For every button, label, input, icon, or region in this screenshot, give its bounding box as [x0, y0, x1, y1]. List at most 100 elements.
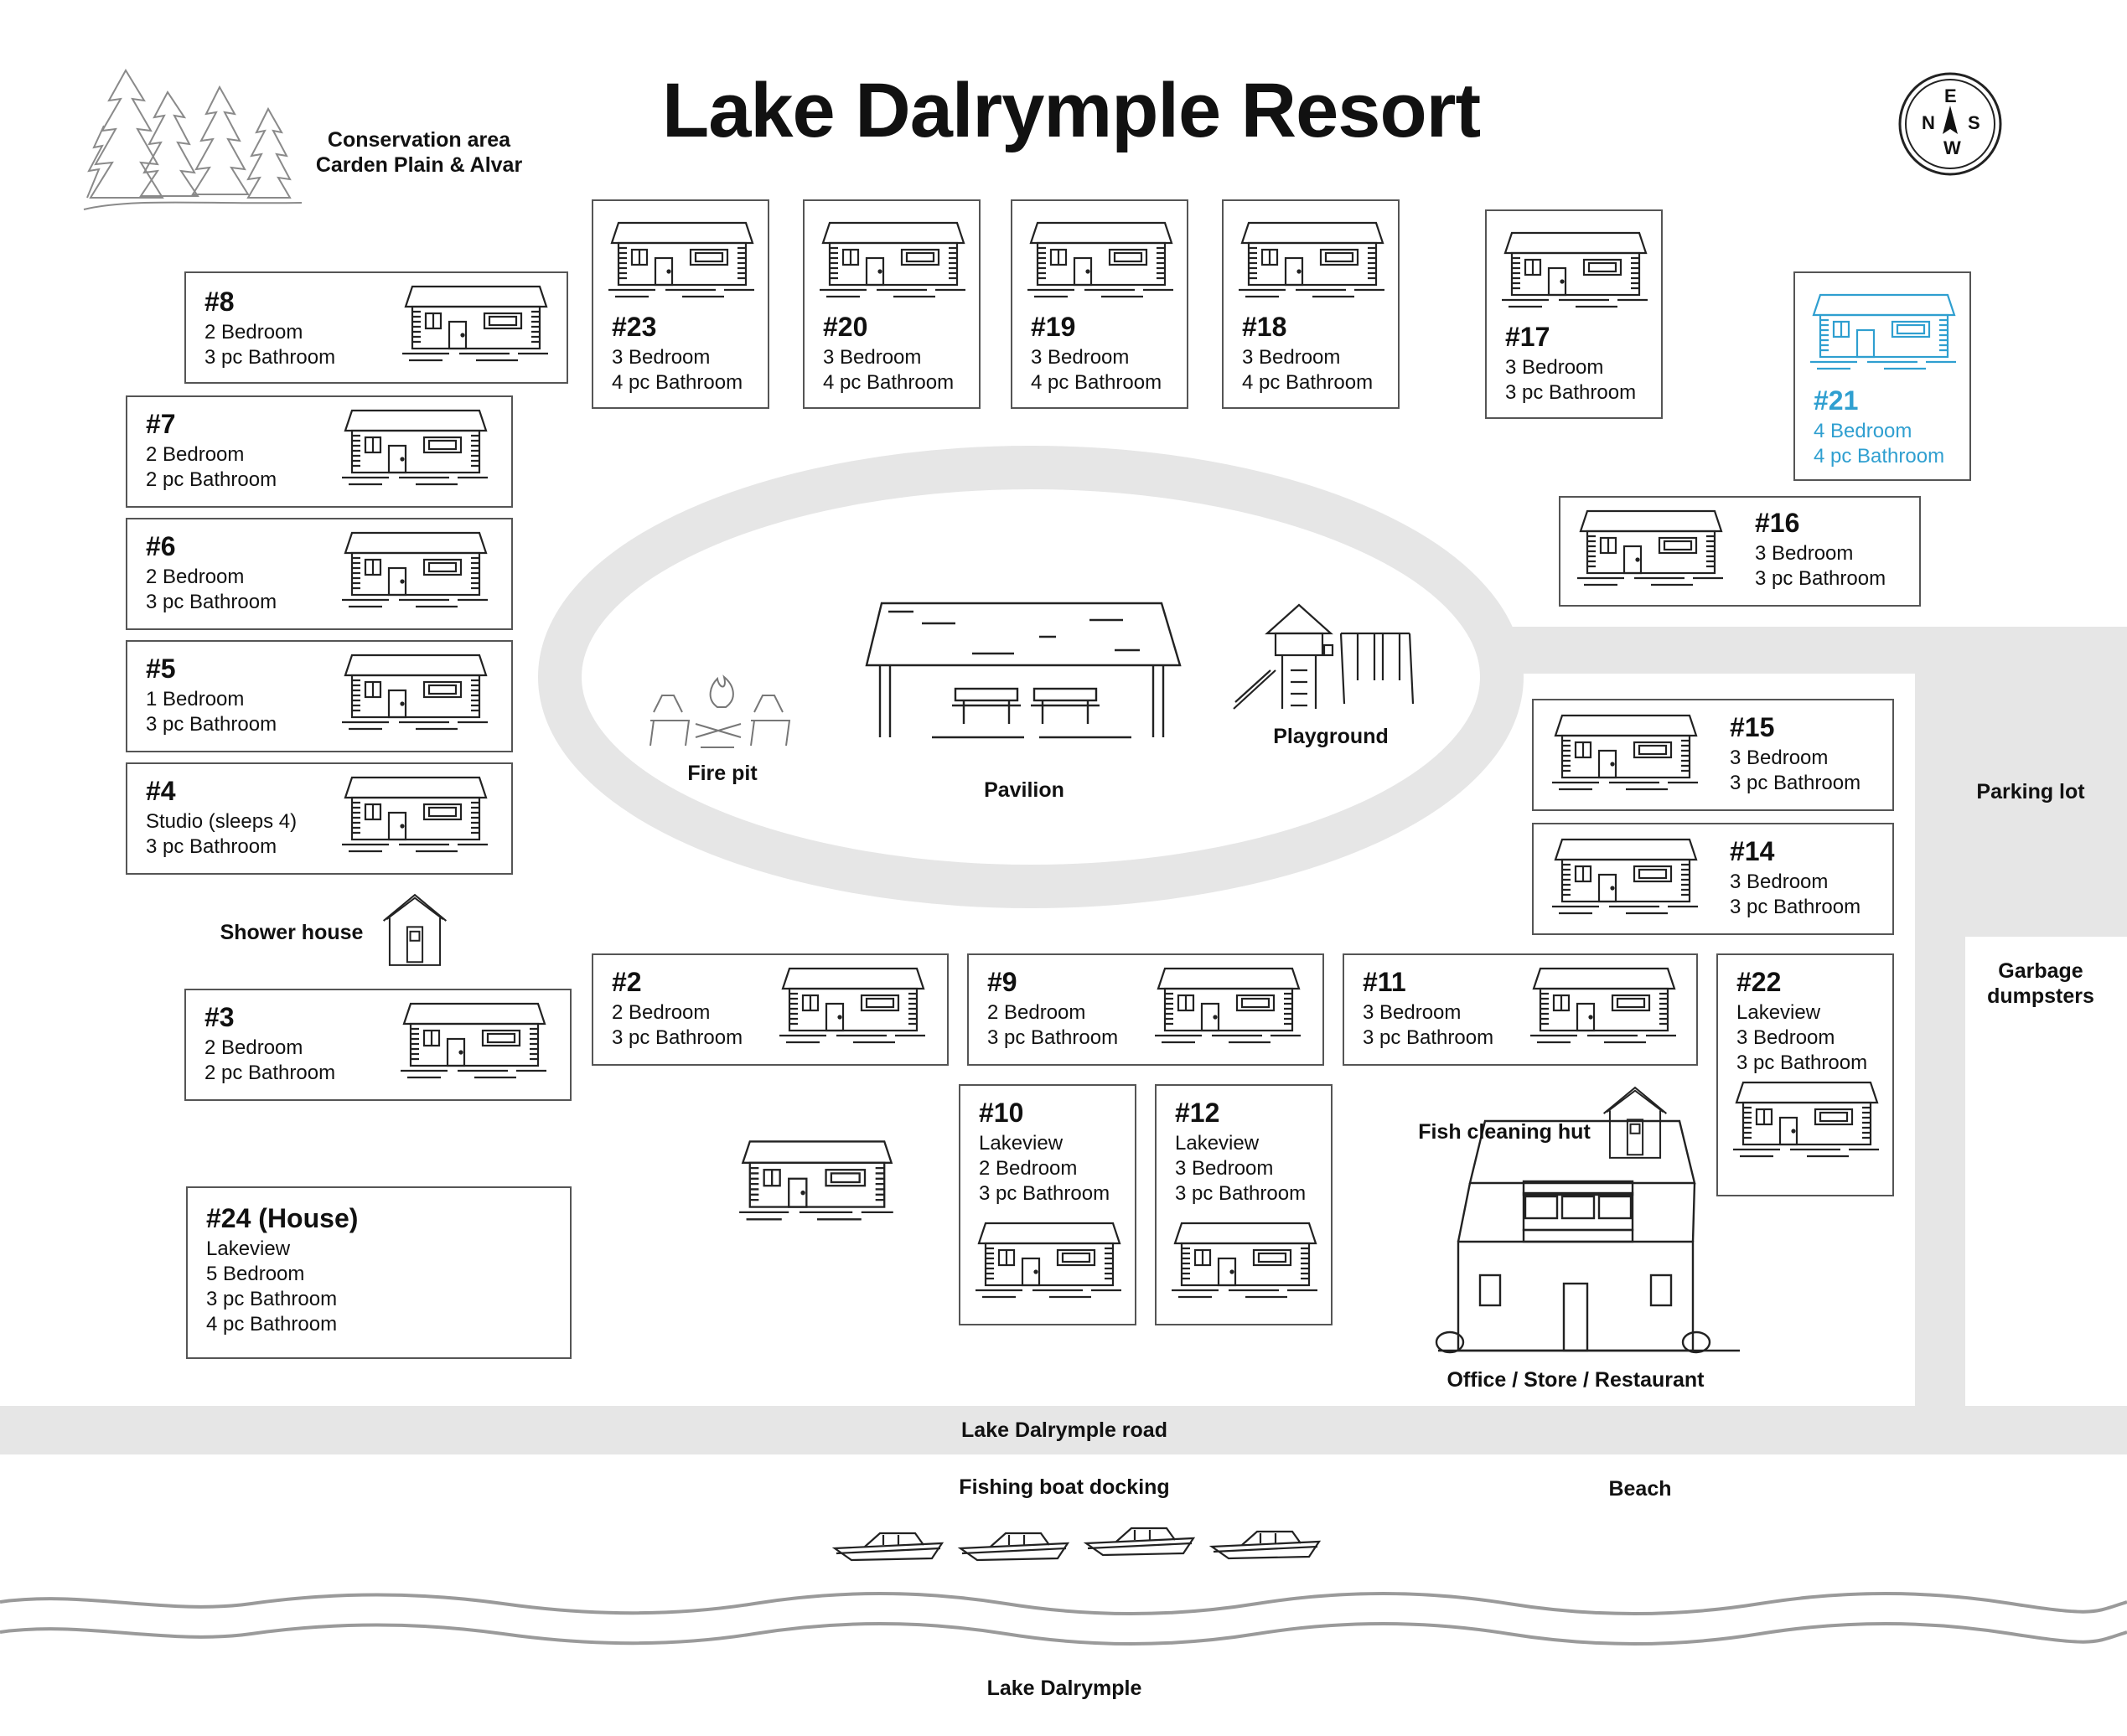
cabin-detail: 4 pc Bathroom	[206, 1313, 338, 1336]
cabin-icon	[1731, 1081, 1881, 1158]
cabin-card-18[interactable]: #18 3 Bedroom 4 pc Bathroom	[1222, 199, 1400, 409]
cabin-detail: 3 pc Bathroom	[1730, 772, 1861, 794]
roads	[0, 446, 2127, 1454]
fish-cleaning-hut-icon	[1602, 1086, 1668, 1160]
cabin-icon	[340, 654, 489, 731]
cabin-card-8[interactable]: #8 2 Bedroom 3 pc Bathroom	[184, 271, 568, 384]
cabin-card-16[interactable]: #16 3 Bedroom 3 pc Bathroom	[1559, 496, 1921, 607]
cabin-detail: 4 pc Bathroom	[1242, 371, 1374, 394]
cabin-detail: 3 Bedroom	[1031, 346, 1130, 369]
cabin-details: 3 Bedroom 4 pc Bathroom	[823, 345, 954, 395]
cabin-card-5[interactable]: #5 1 Bedroom 3 pc Bathroom	[126, 640, 513, 752]
cabin-detail: 2 Bedroom	[987, 1001, 1086, 1024]
trees-icon	[83, 69, 303, 210]
cabin-icon	[778, 967, 927, 1044]
cabin-details: 3 Bedroom 3 pc Bathroom	[1505, 355, 1636, 406]
cabin-card-6[interactable]: #6 2 Bedroom 3 pc Bathroom	[126, 518, 513, 630]
cabin-card-11[interactable]: #11 3 Bedroom 3 pc Bathroom	[1343, 953, 1698, 1066]
cabin-details: Studio (sleeps 4) 3 pc Bathroom	[146, 809, 297, 860]
cabin-detail: 3 Bedroom	[1730, 871, 1829, 893]
cabin-detail: 3 pc Bathroom	[146, 713, 277, 736]
cabin-card-4[interactable]: #4 Studio (sleeps 4) 3 pc Bathroom	[126, 762, 513, 875]
cabin-icon	[399, 1002, 548, 1079]
cabin-card-3[interactable]: #3 2 Bedroom 2 pc Bathroom	[184, 989, 572, 1101]
fishing-boat-docking-label: Fishing boat docking	[959, 1475, 1170, 1499]
cabin-details: 1 Bedroom 3 pc Bathroom	[146, 687, 277, 737]
cabin-card-24-house[interactable]: #24 (House) Lakeview 5 Bedroom 3 pc Bath…	[186, 1186, 572, 1359]
fire-pit-icon	[649, 674, 791, 748]
cabin-detail: 3 Bedroom	[1736, 1026, 1835, 1049]
cabin-icon-highlighted	[1809, 293, 1958, 370]
cabin-number: #5	[146, 654, 176, 684]
parking-lot-label: Parking lot	[1976, 780, 2085, 803]
cabin-details: 3 Bedroom 3 pc Bathroom	[1730, 870, 1860, 920]
cabin-card-15[interactable]: #15 3 Bedroom 3 pc Bathroom	[1532, 699, 1894, 811]
cabin-card-10[interactable]: #10 Lakeview 2 Bedroom 3 pc Bathroom	[959, 1084, 1136, 1325]
cabin-number: #9	[987, 967, 1017, 997]
cabin-details: 3 Bedroom 3 pc Bathroom	[1363, 1000, 1493, 1051]
cabin-details: 4 Bedroom 4 pc Bathroom	[1814, 419, 1944, 469]
cabin-details: 2 Bedroom 3 pc Bathroom	[204, 320, 335, 370]
cabin-detail: Studio (sleeps 4)	[146, 810, 298, 833]
cabin-details: 3 Bedroom 3 pc Bathroom	[1755, 541, 1886, 592]
shower-house-icon	[382, 893, 448, 967]
boat-icon-4	[1210, 1530, 1321, 1560]
unlabeled-cabin-icon	[737, 1140, 894, 1221]
cabin-detail: 4 pc Bathroom	[823, 371, 955, 394]
pavilion-label: Pavilion	[984, 778, 1064, 802]
cabin-details: 2 Bedroom 3 pc Bathroom	[987, 1000, 1118, 1051]
cabin-card-7[interactable]: #7 2 Bedroom 2 pc Bathroom	[126, 395, 513, 508]
cabin-number: #18	[1242, 312, 1287, 342]
cabin-card-23[interactable]: #23 3 Bedroom 4 pc Bathroom	[592, 199, 769, 409]
cabin-number: #23	[612, 312, 657, 342]
cabin-icon	[1170, 1222, 1319, 1299]
cabin-detail: 2 Bedroom	[146, 566, 245, 588]
cabin-card-20[interactable]: #20 3 Bedroom 4 pc Bathroom	[803, 199, 981, 409]
parking-island	[1965, 937, 2127, 1406]
cabin-icon	[340, 776, 489, 853]
cabin-details: 3 Bedroom 4 pc Bathroom	[612, 345, 743, 395]
cabin-card-2[interactable]: #2 2 Bedroom 3 pc Bathroom	[592, 953, 949, 1066]
cabin-detail: 2 pc Bathroom	[204, 1062, 336, 1084]
cabin-number: #10	[979, 1098, 1024, 1128]
cabin-detail: 3 Bedroom	[1175, 1157, 1274, 1180]
conservation-label-line1: Conservation area	[327, 128, 511, 152]
lake-label: Lake Dalrymple	[986, 1677, 1142, 1700]
cabin-detail: 3 pc Bathroom	[612, 1026, 743, 1049]
cabin-icon	[974, 1222, 1123, 1299]
cabin-card-21[interactable]: #21 4 Bedroom 4 pc Bathroom	[1793, 271, 1971, 481]
cabin-detail: 3 pc Bathroom	[206, 1288, 338, 1310]
cabin-card-12[interactable]: #12 Lakeview 3 Bedroom 3 pc Bathroom	[1155, 1084, 1333, 1325]
cabin-details: Lakeview 3 Bedroom 3 pc Bathroom	[1736, 1000, 1867, 1076]
cabin-detail: 3 pc Bathroom	[987, 1026, 1119, 1049]
cabin-detail: 2 Bedroom	[979, 1157, 1078, 1180]
cabin-detail: 4 pc Bathroom	[612, 371, 743, 394]
cabin-details: Lakeview 5 Bedroom 3 pc Bathroom 4 pc Ba…	[206, 1237, 337, 1337]
loop-road	[538, 446, 1524, 908]
cabin-icon	[1500, 231, 1649, 308]
cabin-number: #2	[612, 967, 642, 997]
cabin-card-17[interactable]: #17 3 Bedroom 3 pc Bathroom	[1485, 209, 1663, 419]
cabin-details: 3 Bedroom 3 pc Bathroom	[1730, 746, 1860, 796]
parking-divider	[1915, 937, 1965, 1406]
cabin-card-14[interactable]: #14 3 Bedroom 3 pc Bathroom	[1532, 823, 1894, 935]
cabin-details: 3 Bedroom 4 pc Bathroom	[1242, 345, 1373, 395]
cabin-icon	[1576, 509, 1725, 586]
cabin-number: #14	[1730, 836, 1775, 866]
cabin-details: 2 Bedroom 3 pc Bathroom	[146, 565, 277, 615]
cabin-number: #12	[1175, 1098, 1220, 1128]
parking-entry-road	[1483, 627, 1915, 674]
cabin-card-19[interactable]: #19 3 Bedroom 4 pc Bathroom	[1011, 199, 1188, 409]
conservation-label-line2: Carden Plain & Alvar	[315, 153, 523, 177]
cabin-detail: 3 pc Bathroom	[146, 591, 277, 613]
cabin-number: #19	[1031, 312, 1076, 342]
cabin-icon	[818, 221, 967, 298]
cabin-details: 2 Bedroom 2 pc Bathroom	[146, 442, 277, 493]
cabin-number: #22	[1736, 967, 1782, 997]
cabin-card-9[interactable]: #9 2 Bedroom 3 pc Bathroom	[967, 953, 1324, 1066]
shower-house-label: Shower house	[220, 921, 364, 944]
boat-icon-3	[1084, 1527, 1195, 1557]
cabin-card-22[interactable]: #22 Lakeview 3 Bedroom 3 pc Bathroom	[1716, 953, 1894, 1196]
cabin-icon	[1026, 221, 1175, 298]
